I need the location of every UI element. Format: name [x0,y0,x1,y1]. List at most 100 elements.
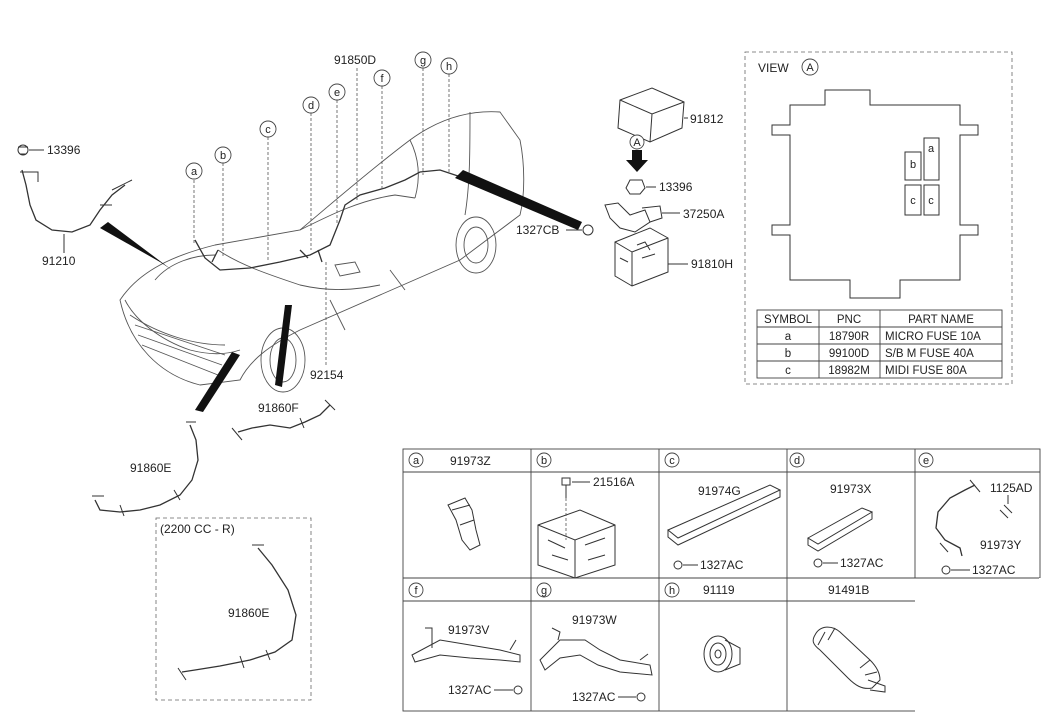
fuse-slot-c2 [923,184,940,216]
leader-wedge-91860E [195,352,240,412]
svg-text:c: c [265,124,271,136]
svg-text:g: g [420,55,426,67]
variant-box-2200cc: (2200 CC - R) [155,517,312,701]
detail-cell-g: g 91973W 1327AC [536,582,653,704]
view-title: VIEW [758,61,789,75]
part-91973X: 91973X [830,482,871,496]
part-91119: 91119 [703,583,735,597]
label-91812: 91812 [690,112,724,126]
table-header-symbol: SYMBOL [764,314,813,326]
label-91860E-left: 91860E [130,461,171,475]
callout-b: b [214,146,232,164]
part-91974G: 91974G [698,484,741,498]
leader-wedge-view-a [455,170,582,230]
svg-text:c: c [928,195,934,207]
svg-text:c: c [669,455,675,467]
table-cell: 18982M [828,365,870,377]
label-37250A: 37250A [683,207,724,221]
cable-91860F [231,399,336,441]
table-cell: c [785,365,791,377]
part-1327AC-c: 1327AC [700,558,744,572]
table-cell: 18790R [829,331,869,343]
label-1327CB: 1327CB [516,223,559,237]
detail-cell-91491B: 91491B [812,583,886,693]
svg-text:d: d [308,100,314,112]
detail-cell-f: f 91973V 1327AC [408,582,523,697]
table-cell: S/B M FUSE 40A [885,348,974,360]
detail-cell-h: h 91119 [664,582,741,673]
svg-text:b: b [541,455,547,467]
detail-cell-e: e 1125AD 91973Y 1327AC [918,452,1033,577]
cable-91860E-left [92,421,199,517]
callout-f: f [373,69,391,87]
part-1327AC-f: 1327AC [448,683,492,697]
label-91810H: 91810H [691,257,733,271]
svg-text:g: g [541,585,547,597]
label-91860F: 91860F [258,401,299,415]
detail-cell-c: c 91974G 1327AC [664,452,782,572]
variant-title: (2200 CC - R) [160,522,235,536]
callout-leaders [193,68,450,365]
svg-text:b: b [910,159,916,171]
svg-text:a: a [928,143,935,155]
svg-text:e: e [923,455,929,467]
svg-text:d: d [794,455,800,467]
label-92154: 92154 [310,368,344,382]
svg-text:f: f [380,73,384,85]
svg-text:c: c [910,195,916,207]
fuse-slot-b [904,151,922,181]
leader-wedge-91860F [275,305,292,387]
detail-grid [402,448,1041,712]
callout-d: d [302,96,320,114]
view-a-panel: VIEW A a b c c SYMBOL PNC PART NAME a 18… [744,51,1013,385]
main-harness-wire [194,169,459,271]
part-1327AC-d: 1327AC [840,556,884,570]
table-cell: MIDI FUSE 80A [885,365,967,377]
part-1327AC-e: 1327AC [972,563,1016,577]
label-91210: 91210 [42,254,76,268]
fuse-slot-a [923,137,940,181]
svg-text:b: b [220,150,226,162]
svg-text:f: f [414,585,418,597]
detail-cell-a: a 91973Z [408,452,491,551]
fuse-table: SYMBOL PNC PART NAME a 18790R MICRO FUSE… [756,309,1003,379]
table-cell: b [785,348,791,360]
part-91973Y: 91973Y [980,538,1021,552]
leader-wedge-91210 [100,222,172,270]
label-13396-top: 13396 [47,143,81,157]
view-marker: A [806,62,814,74]
label-13396-mid: 13396 [659,180,693,194]
svg-text:A: A [633,137,641,149]
cable-91210 [17,144,133,253]
detail-cell-b: b 21516A [536,452,634,579]
table-cell: 99100D [829,348,869,360]
table-cell: MICRO FUSE 10A [885,331,981,343]
table-header-pnc: PNC [837,314,861,326]
label-91850D: 91850D [334,53,376,67]
svg-text:h: h [446,61,452,73]
callout-c: c [259,120,277,138]
part-91973Z: 91973Z [450,454,491,468]
table-cell: a [785,331,792,343]
part-91973V: 91973V [448,623,489,637]
callout-a: a [185,162,203,180]
callout-e: e [328,83,346,101]
svg-text:e: e [334,87,340,99]
part-1125AD: 1125AD [990,481,1033,495]
fuse-slot-c1 [904,184,922,216]
part-91491B: 91491B [828,583,869,597]
table-header-part-name: PART NAME [908,314,974,326]
car-illustration [119,111,525,393]
label-91860E-box: 91860E [228,606,269,620]
part-91973W: 91973W [572,613,617,627]
callout-h: h [440,57,458,75]
junction-block-parts: A [566,87,688,287]
svg-text:a: a [413,455,420,467]
callout-g: g [414,51,432,69]
detail-cell-d: d 91973X 1327AC [789,452,884,570]
svg-text:h: h [669,585,675,597]
svg-text:a: a [191,166,198,178]
part-1327AC-g: 1327AC [572,690,616,704]
part-21516A: 21516A [593,475,634,489]
